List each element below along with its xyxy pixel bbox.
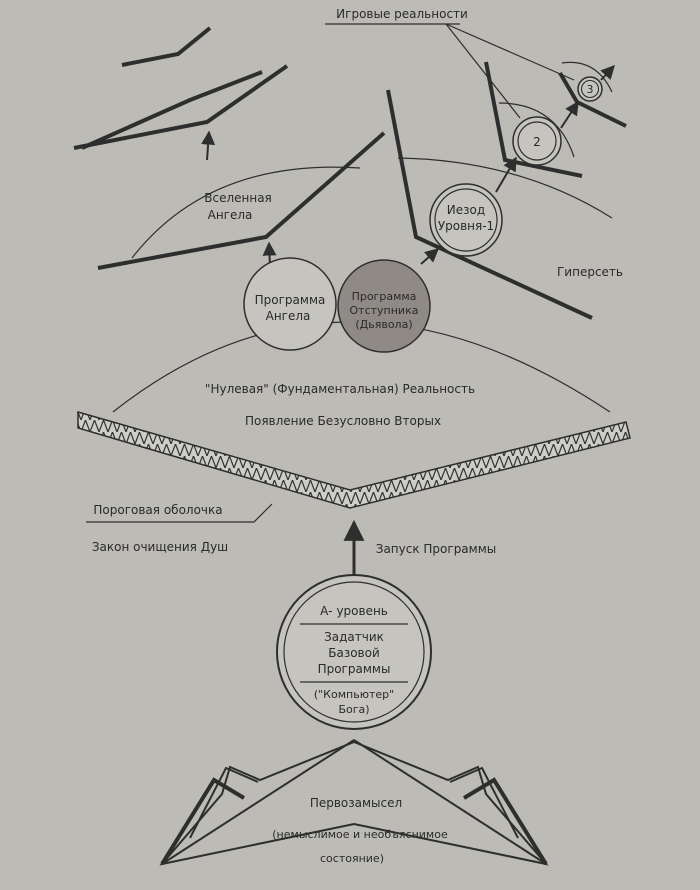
apostate-program-label-1: Программа [352, 290, 417, 303]
computer-label-1: ("Компьютер" [314, 688, 394, 701]
arrow-to-upper-branch [201, 130, 216, 161]
reality-2-arc [498, 102, 575, 158]
a-level-circle-outer [276, 574, 432, 730]
angel-universe-label-1: Вселенная [204, 191, 272, 205]
zero-reality-label: "Нулевая" (Фундаментальная) Реальность [205, 382, 475, 396]
threshold-shell-band [77, 411, 631, 509]
pointer-to-reality-2 [445, 23, 521, 119]
generator-label-1: Задатчик [324, 630, 384, 644]
soul-cleansing-label: Закон очищения Душ [92, 540, 228, 554]
reality-3-circle-inner [580, 79, 600, 99]
reality-2-circle-inner [517, 121, 557, 161]
yesod-label-2: Уровня-1 [438, 219, 494, 233]
yesod-label-1: Иезод [447, 203, 485, 217]
prime-intent-label: Первозамысел [310, 796, 402, 810]
arrow-apostate-to-yesod [420, 248, 440, 265]
pointer-to-reality-3 [445, 23, 575, 81]
hypernet-arc [397, 157, 613, 219]
threshold-shell-label: Пороговая оболочка [93, 503, 222, 517]
angel-program-label-2: Ангела [266, 309, 311, 323]
prime-intent-shape [159, 739, 549, 866]
apostate-program-circle [337, 259, 431, 353]
apostate-program-label-2: Отступника [350, 304, 419, 317]
reality-3-arc [561, 61, 613, 93]
a-level-circle-inner [283, 581, 425, 723]
angel-program-label-1: Программа [255, 293, 326, 307]
arrow-reality-2-to-3 [560, 100, 579, 129]
yesod-circle-outer [429, 183, 503, 257]
a-level-label: А- уровень [320, 604, 388, 618]
prime-intent-desc-2: состояние) [320, 852, 384, 865]
hypernet-label: Гиперсеть [557, 265, 623, 279]
game-realities-label: Игровые реальности [336, 7, 468, 21]
angel-universe-arc [131, 166, 361, 259]
prime-intent-desc-1: (немыслимое и необъяснимое [272, 828, 448, 841]
yesod-circle-inner [434, 188, 498, 252]
threshold-shell-pointer [86, 503, 273, 523]
angel-universe-label-2: Ангела [208, 208, 253, 222]
upper-left-branches [73, 26, 386, 270]
reality-2-label: 2 [533, 135, 541, 149]
program-launch-label: Запуск Программы [376, 542, 497, 556]
generator-label-3: Программы [318, 662, 391, 676]
apostate-program-label-3: (Дьявола) [355, 318, 412, 331]
arrow-yesod-to-reality-2 [495, 156, 517, 193]
secondary-emergence-label: Появление Безусловно Вторых [245, 414, 441, 428]
arrow-reality-3-out [600, 64, 615, 81]
computer-label-2: Бога) [338, 703, 369, 716]
angel-program-circle [243, 257, 337, 351]
generator-label-2: Базовой [328, 646, 380, 660]
reality-3-label: 3 [587, 83, 594, 96]
reality-2-circle-outer [512, 116, 562, 166]
